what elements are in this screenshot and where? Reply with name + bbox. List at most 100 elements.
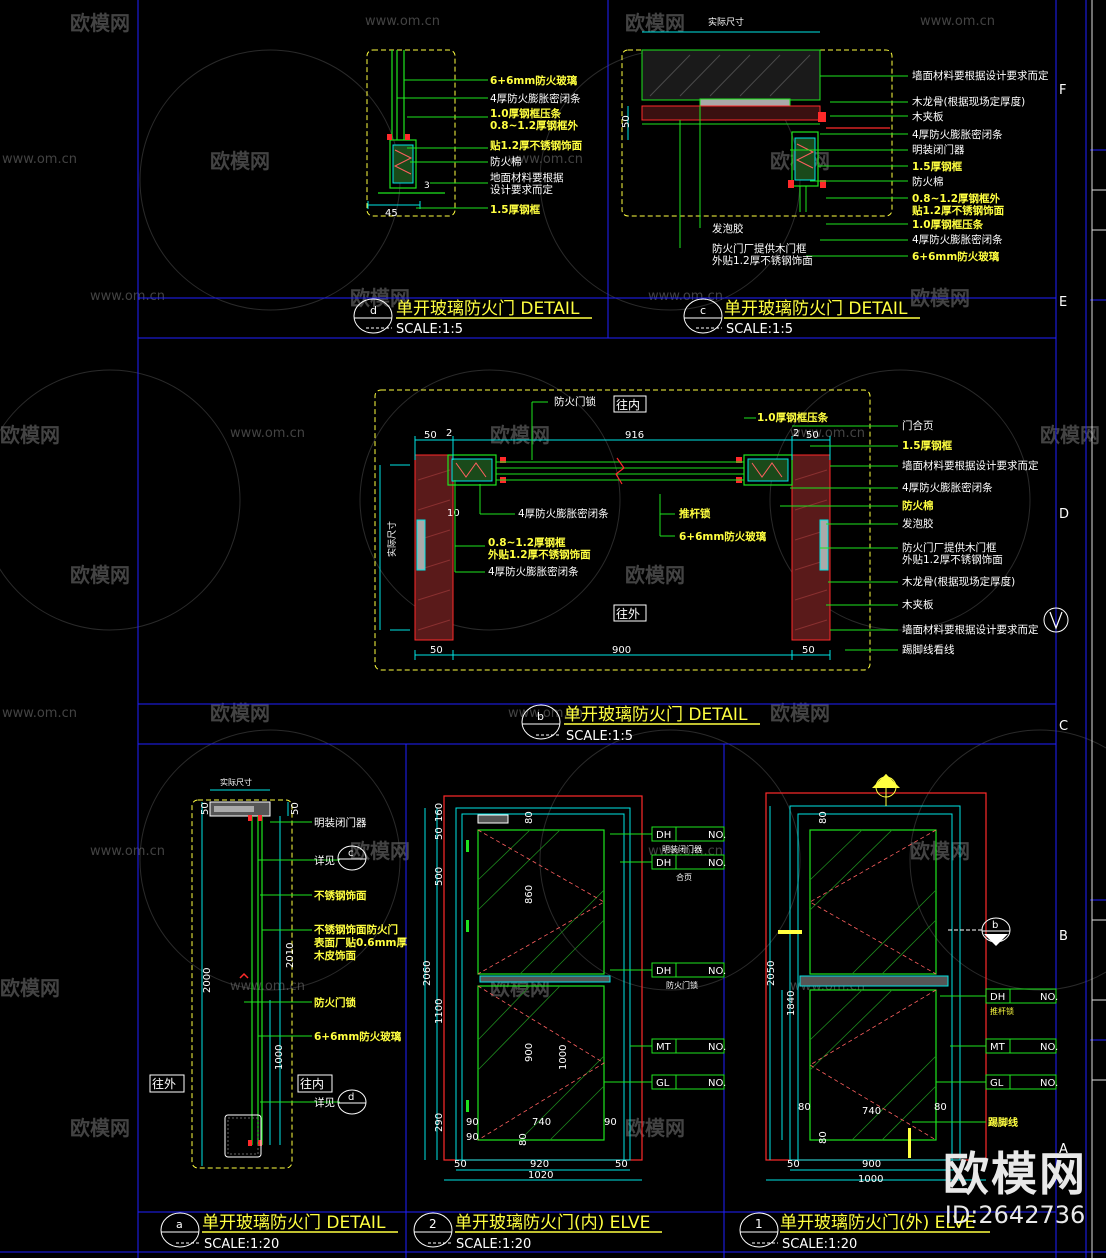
- callout-label: 4厚防火膨胀密闭条: [912, 233, 1003, 246]
- callout-label: 详见: [314, 1096, 335, 1109]
- callout-label: 贴1.2厚不锈钢饰面: [911, 204, 1005, 217]
- dim-text: 290: [434, 1113, 445, 1132]
- tag-no: NO.: [708, 1078, 726, 1089]
- tag-dh: DH NO.: [940, 988, 1058, 1004]
- watermark-site: www.om.cn: [2, 152, 77, 167]
- callout-label: 墙面材料要根据设计要求而定: [902, 459, 1039, 472]
- dim-text: 2010: [285, 943, 296, 968]
- dim-text: 80: [524, 811, 535, 824]
- dim-text: 2000: [202, 968, 213, 993]
- detail-marker-label: d: [370, 304, 377, 317]
- callout-label: 0.8~1.2厚钢框: [488, 536, 566, 549]
- dim-text: 1840: [786, 991, 797, 1016]
- detail-ref-label: b: [992, 920, 998, 931]
- callout-label: 6+6mm防火玻璃: [679, 530, 767, 543]
- dim-text: 80: [818, 1131, 829, 1144]
- detail-title: 单开玻璃防火门 DETAIL: [564, 705, 748, 725]
- callout-label: 贴1.2厚不锈钢饰面: [489, 139, 583, 152]
- dim-text: 实际尺寸: [386, 521, 398, 557]
- callout-label: 详见: [314, 854, 335, 867]
- callout-label: 6+6mm防火玻璃: [314, 1030, 402, 1043]
- brand-stamp: 欧模网 ID:2642736: [930, 1148, 1100, 1230]
- dim-text: 80: [518, 1133, 529, 1146]
- detail-marker-circle: [353, 298, 393, 334]
- callout-label: 6+6mm防火玻璃: [490, 74, 578, 87]
- detail-marker-label: 2: [429, 1217, 437, 1231]
- dim-text: 860: [524, 885, 535, 904]
- title-block-strip: [1091, 0, 1106, 1258]
- callout-label: 防火门锁: [554, 395, 596, 408]
- elevation-inside: 160 50 500 2060 1100 290 80 90 860 900 1…: [413, 795, 726, 1252]
- dim-text: 920: [530, 1159, 549, 1170]
- side-label-inside: 往内: [300, 1076, 324, 1091]
- dim-text: 1000: [274, 1045, 285, 1070]
- dim-text: 实际尺寸: [708, 16, 744, 28]
- dim-text: 900: [862, 1159, 881, 1170]
- detail-marker-label: b: [537, 710, 544, 723]
- callout-label: 表面厂贴0.6mm厚: [313, 936, 407, 949]
- section-marker-icon: [872, 774, 900, 806]
- callout-label: 0.8~1.2厚钢框外: [912, 192, 1000, 205]
- dim-text: 2060: [422, 961, 433, 986]
- dim-text: 916: [625, 430, 644, 441]
- watermark-site: www.om.cn: [508, 706, 583, 721]
- fire-insulation-icon: [794, 137, 816, 181]
- tag-dh: DH NO.: [610, 962, 726, 978]
- watermark-logo: 欧模网: [770, 701, 830, 725]
- tag-mt: MT NO.: [950, 1038, 1058, 1054]
- detail-c: 实际尺寸 50 墙面材料要根据设计要求而定 木龙骨(根据现场定厚度): [621, 16, 1049, 337]
- callout-label: 发泡胶: [712, 222, 744, 235]
- dim-text: 160: [434, 803, 445, 822]
- detail-scale: SCALE:1:5: [726, 322, 793, 337]
- callout-label: 墙面材料要根据设计要求而定: [902, 623, 1039, 636]
- callout-label: 防火棉: [902, 499, 934, 512]
- dim-text: 50: [430, 645, 443, 656]
- watermark-site: www.om.cn: [90, 289, 165, 304]
- dim-text: 80: [818, 811, 829, 824]
- callout-label: 防火门锁: [314, 996, 356, 1009]
- grid-row-labels: F E D C B A: [1059, 83, 1069, 1157]
- callout-label: 木皮饰面: [313, 949, 356, 962]
- detail-b-title-block: b 单开玻璃防火门 DETAIL SCALE:1:5: [521, 704, 760, 744]
- grid-label-a: A: [1059, 1142, 1068, 1157]
- dim-text: 2: [793, 428, 799, 439]
- detail-b-boundary: [374, 389, 871, 671]
- dim-text: 3: [424, 181, 430, 191]
- dim-text: 90: [466, 1117, 479, 1128]
- watermark-site: www.om.cn: [2, 706, 77, 721]
- callout-label: 防火门厂提供木门框: [712, 242, 807, 255]
- north-marker-icon: [1043, 607, 1069, 633]
- tag-no: NO.: [1040, 992, 1058, 1003]
- callout-label: 外贴1.2厚不锈钢饰面: [712, 254, 813, 267]
- detail-title: 单开玻璃防火门 DETAIL: [396, 299, 580, 319]
- detail-c-title-block: c 单开玻璃防火门 DETAIL SCALE:1:5: [683, 298, 920, 337]
- callout-label: 4厚防火膨胀密闭条: [912, 128, 1003, 141]
- dim-text: 1020: [528, 1170, 553, 1181]
- callout-label: 发泡胶: [902, 517, 934, 530]
- watermark-logo: 欧模网: [210, 701, 270, 725]
- side-label-outside: 往外: [152, 1076, 176, 1091]
- tag-note: 明装闭门器: [662, 844, 702, 854]
- dim-text: 80: [934, 1102, 947, 1113]
- brand-id: ID:2642736: [944, 1201, 1086, 1229]
- dim-text: 1000: [558, 1045, 569, 1070]
- dim-text: 10: [447, 508, 460, 519]
- tag-code: MT: [990, 1042, 1006, 1053]
- watermark-site: www.om.cn: [230, 979, 305, 994]
- tag-note: 防火门锁: [666, 980, 698, 990]
- callout-label: 6+6mm防火玻璃: [912, 250, 1000, 263]
- fire-insulation-icon: [747, 458, 789, 482]
- tag-no: NO.: [708, 966, 726, 977]
- watermark-layer: www.om.cn www.om.cn www.om.cn www.om.cn …: [0, 11, 1106, 1140]
- dim-text: 50: [802, 645, 815, 656]
- detail-d-boundary: [366, 49, 456, 217]
- watermark-logo: 欧模网: [625, 563, 685, 587]
- grid-label-f: F: [1059, 83, 1066, 98]
- detail-marker-circle: [413, 1212, 453, 1248]
- tag-code: DH: [990, 992, 1005, 1003]
- callout-label: 木夹板: [912, 110, 944, 123]
- tag-code: GL: [656, 1078, 670, 1089]
- watermark-site: www.om.cn: [648, 289, 723, 304]
- callout-label: 1.5厚钢框: [902, 439, 953, 452]
- callout-label: 1.0厚钢框压条: [490, 107, 562, 120]
